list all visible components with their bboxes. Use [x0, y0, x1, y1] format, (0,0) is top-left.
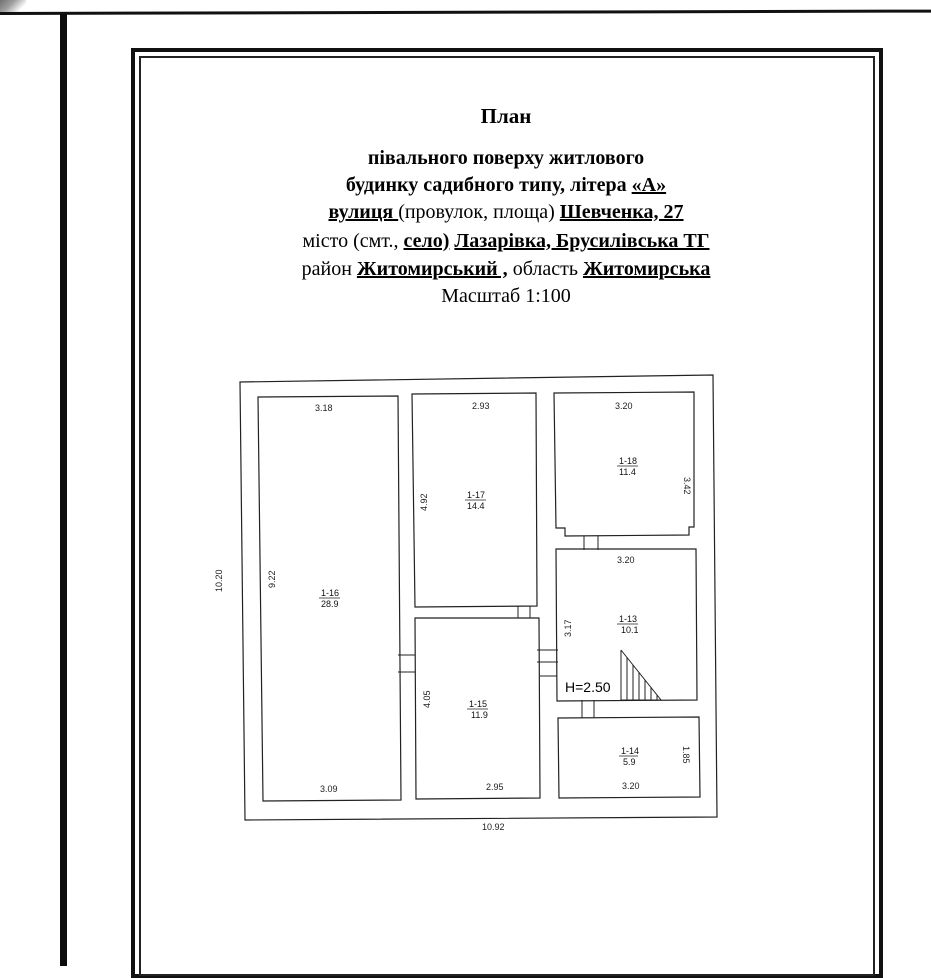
room-1-16-bottom-dim: 3.09: [320, 784, 338, 794]
room-1-14-bottom-dim: 3.20: [622, 781, 640, 791]
scan-artifact: [0, 0, 26, 12]
room-1-15-side-dim: 4.05: [422, 690, 432, 708]
room-1-18-area: 11.4: [619, 467, 636, 477]
room-1-15-bottom-dim: 2.95: [486, 782, 504, 792]
room-1-13-id: 1-13: [619, 614, 637, 624]
scale-line: Масштаб 1:100: [441, 285, 571, 307]
subtitle-line-1: півального поверху житлового: [367, 147, 645, 169]
room-1-17-side-dim: 4.92: [419, 493, 429, 511]
overall-width-dim: 10.92: [482, 822, 505, 832]
room-1-17-area: 14.4: [467, 501, 485, 511]
door-openings: [398, 536, 599, 718]
room-1-18-id: 1-18: [619, 456, 637, 466]
overall-height-dim: 10.20: [214, 569, 224, 592]
room-1-16: [257, 395, 402, 802]
room-1-13-area: 10.1: [621, 625, 639, 635]
room-1-17-top-dim: 2.93: [472, 401, 490, 411]
room-1-16-id: 1-16: [321, 588, 339, 598]
room-1-16-area: 28.9: [321, 599, 339, 609]
room-1-15-id: 1-15: [469, 699, 487, 709]
room-1-13-top-dim: 3.20: [617, 555, 635, 565]
room-1-13-side-dim: 3.17: [563, 619, 573, 637]
scan-edge-bar: [60, 14, 67, 966]
room-1-14-side-dim: 1.85: [681, 746, 691, 764]
plan-heading: План: [480, 104, 532, 128]
room-1-14: [557, 716, 701, 799]
staircase: [620, 649, 663, 701]
room-1-18: [553, 391, 695, 537]
outer-wall: [239, 374, 718, 821]
street-line: вулиця (провулок, площа) Шевченка, 27: [328, 201, 684, 223]
room-1-18-side-dim: 3.42: [682, 477, 692, 495]
district-line: район Житомирський , область Житомирська: [301, 258, 711, 280]
room-1-14-id: 1-14: [621, 746, 639, 756]
ceiling-height-label: H=2.50: [565, 679, 611, 695]
room-1-18-top-dim: 3.20: [615, 401, 633, 411]
room-1-16-top-dim: 3.18: [315, 403, 333, 413]
room-1-15-area: 11.9: [471, 710, 488, 720]
room-1-15: [414, 617, 541, 800]
subtitle-line-2: будинку садибного типу, літера «А»: [345, 174, 667, 196]
room-1-17-id: 1-17: [467, 490, 485, 500]
room-1-17: [411, 392, 538, 608]
room-1-16-side-dim: 9.22: [267, 570, 277, 588]
room-1-14-area: 5.9: [623, 757, 636, 767]
settlement-line: місто (смт., село) Лазарівка, Брусилівсь…: [302, 230, 710, 252]
